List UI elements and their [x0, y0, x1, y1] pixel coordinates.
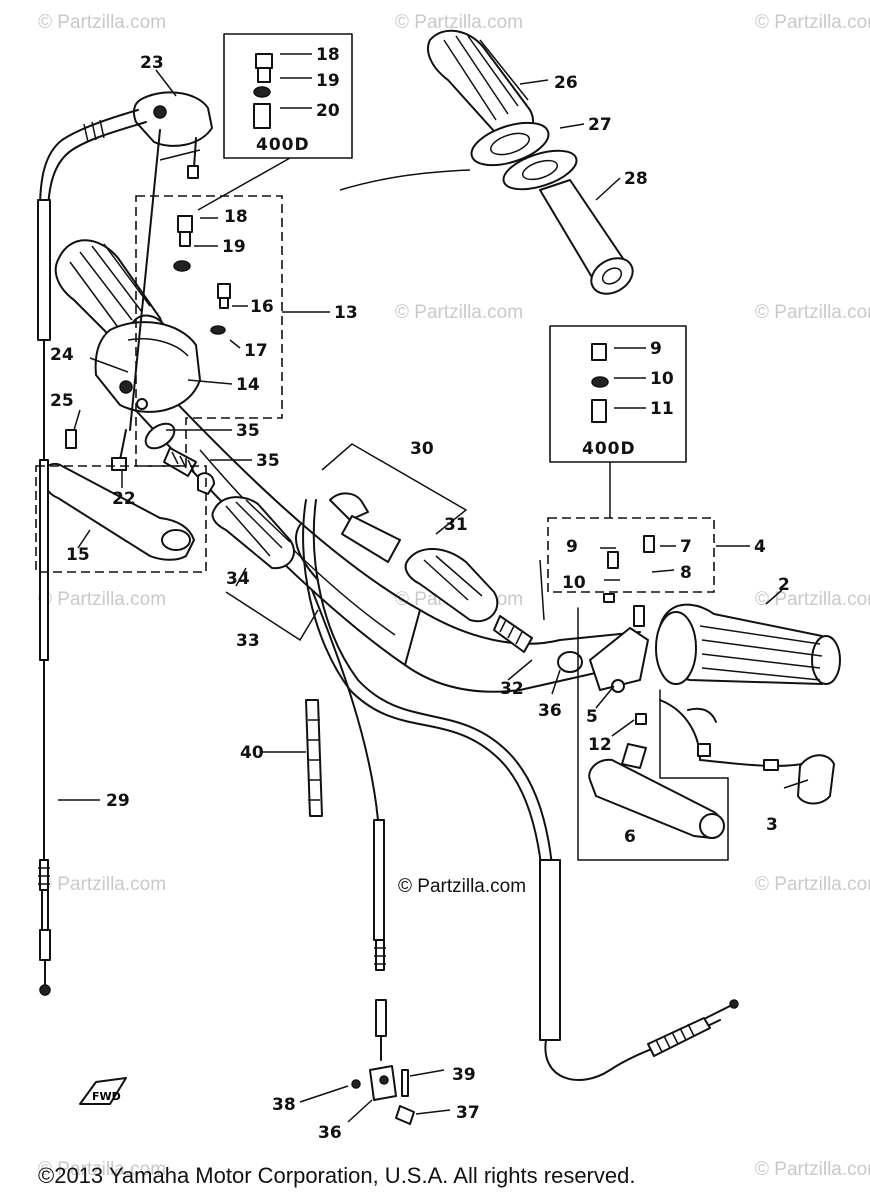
brake-lever: [588, 743, 725, 839]
grip-33: [211, 496, 295, 570]
callout-6: 6: [624, 827, 636, 847]
callout-40: 40: [240, 743, 264, 763]
callout-24: 25: [50, 391, 74, 411]
callout-19: 19: [222, 237, 246, 257]
center-credit: © Partzilla.com: [398, 876, 526, 897]
callout-9: 9: [566, 537, 578, 557]
switch-housing: [94, 321, 201, 413]
clutch-cable-center: [129, 129, 387, 1061]
callout-35: 35: [236, 421, 260, 441]
cable-31: [539, 559, 545, 621]
watermark: © Partzilla.com: [755, 874, 870, 895]
callout-12: 12: [588, 735, 612, 755]
callout-21: 22: [112, 489, 136, 509]
callout-17: 17: [244, 341, 268, 361]
callout-28: 29: [106, 791, 130, 811]
callout-10: 10: [562, 573, 586, 593]
watermark: © Partzilla.com: [755, 302, 870, 323]
callout-25: 26: [554, 73, 578, 93]
callout-34: 35: [256, 451, 280, 471]
callout-33: 34: [226, 569, 250, 589]
callout-7: 7: [680, 537, 692, 557]
callout-19: 19: [316, 71, 340, 91]
callout-9: 9: [650, 339, 662, 359]
right-inset-label: 400D: [582, 439, 636, 459]
callout-14: 14: [236, 375, 260, 395]
callout-27: 28: [624, 169, 648, 189]
front-brake-cable: [302, 499, 739, 1081]
watermark: © Partzilla.com: [38, 1159, 166, 1180]
watermark: © Partzilla.com: [755, 1159, 870, 1180]
callout-4: 4: [754, 537, 766, 557]
cable-32: [295, 524, 319, 581]
callout-5: 5: [586, 707, 598, 727]
throttle-grip-25-27: [339, 29, 634, 295]
watermark: © Partzilla.com: [755, 589, 870, 610]
callout-38: 38: [272, 1095, 296, 1115]
fwd-label: FWD: [92, 1090, 121, 1103]
callout-20: 20: [316, 101, 340, 121]
watermark: © Partzilla.com: [38, 12, 166, 33]
callout-11: 11: [650, 399, 674, 419]
watermark: © Partzilla.com: [755, 12, 870, 33]
clutch-cable-28: [37, 199, 51, 996]
callout-18: 18: [316, 45, 340, 65]
callout-35: 36: [538, 701, 562, 721]
watermark: © Partzilla.com: [38, 874, 166, 895]
callout-39: 39: [452, 1065, 476, 1085]
callout-36: 36: [318, 1123, 342, 1143]
callouts: 23 18 19 20 400D 18 19 16 17 13 24 14 25…: [50, 45, 790, 1143]
box13-parts: [173, 215, 231, 335]
right-grip-2: [655, 603, 841, 685]
callout-2: 2: [778, 575, 790, 595]
callout-15: 15: [66, 545, 90, 565]
leader-lines: [58, 53, 809, 1123]
boxes: [35, 33, 729, 861]
cable-adjuster-36: [351, 1065, 415, 1125]
callout-31: 32: [500, 679, 524, 699]
top-inset-label: 400D: [256, 135, 310, 155]
callout-16: 16: [250, 297, 274, 317]
throttle-tube-parts: [144, 422, 215, 495]
callout-10: 10: [650, 369, 674, 389]
copyright-notice: ©2013 Yamaha Motor Corporation, U.S.A. A…: [38, 1163, 636, 1188]
fwd-arrow: FWD: [79, 1077, 127, 1105]
callout-23: 24: [50, 345, 74, 365]
throttle-cable: [39, 91, 213, 217]
callout-8: 8: [680, 563, 692, 583]
callout-26: 27: [588, 115, 612, 135]
callout-13: 13: [334, 303, 358, 323]
callout-18: 18: [224, 207, 248, 227]
callout-32: 33: [236, 631, 260, 651]
callout-30: 31: [444, 515, 468, 535]
callout-29: 30: [410, 439, 434, 459]
throttle-tube-29-30: [329, 492, 533, 653]
cable-band-40: [305, 699, 323, 817]
watermark: © Partzilla.com: [395, 12, 523, 33]
callout-22: 23: [140, 53, 164, 73]
watermark: © Partzilla.com: [395, 302, 523, 323]
brake-lever-bracket: [557, 535, 655, 725]
callout-37: 37: [456, 1103, 480, 1123]
callout-3: 3: [766, 815, 778, 835]
watermark: © Partzilla.com: [38, 589, 166, 610]
front-stop-switch: [659, 699, 835, 805]
